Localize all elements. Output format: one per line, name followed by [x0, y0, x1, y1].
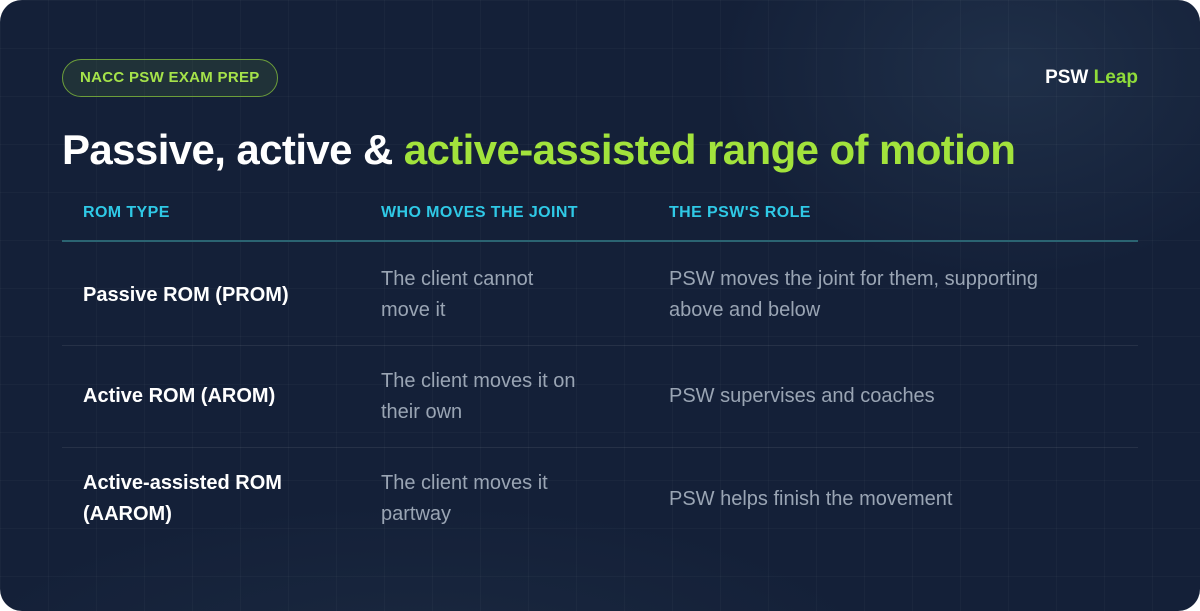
rom-type-cell: Active ROM (AROM) [83, 381, 275, 412]
who-moves-cell: The client moves it on their own [381, 366, 576, 428]
table-header: ROM TYPE WHO MOVES THE JOINT THE PSW'S R… [62, 200, 1138, 242]
rom-type-line: Active ROM (AROM) [83, 385, 276, 407]
psw-role-cell: PSW moves the joint for them, supporting… [669, 264, 1038, 326]
rom-type-cell: Active-assisted ROM (AAROM) [83, 468, 282, 530]
who-moves-line: move it [381, 299, 446, 321]
who-moves-cell: The client moves it partway [381, 468, 548, 530]
who-moves-line: The client moves it on [381, 370, 576, 392]
rom-type-cell: Passive ROM (PROM) [83, 280, 289, 311]
rom-type-line: Active-assisted ROM [83, 472, 282, 494]
page-title: Passive, active & active-assisted range … [62, 122, 1016, 178]
psw-role-cell: PSW supervises and coaches [669, 381, 935, 412]
who-moves-line: The client cannot [381, 268, 534, 290]
psw-role-line: PSW moves the joint for them, supporting [669, 268, 1039, 290]
rom-type-line: Passive ROM (PROM) [83, 284, 289, 306]
who-moves-line: The client moves it [381, 472, 548, 494]
psw-role-line: PSW supervises and coaches [669, 385, 935, 407]
who-moves-cell: The client cannot move it [381, 264, 533, 326]
psw-role-line: above and below [669, 299, 821, 321]
title-plain: Passive, active & [62, 126, 404, 173]
who-moves-line: their own [381, 401, 463, 423]
brand-part-1: PSW [1045, 67, 1089, 88]
column-header-psw-role: THE PSW'S ROLE [669, 204, 811, 221]
who-moves-line: partway [381, 503, 452, 525]
table-row: Passive ROM (PROM) The client cannot mov… [62, 243, 1138, 346]
rom-type-line: (AAROM) [83, 503, 172, 525]
table-row: Active-assisted ROM (AAROM) The client m… [62, 448, 1138, 551]
column-header-who-moves: WHO MOVES THE JOINT [381, 204, 578, 221]
psw-role-line: PSW helps finish the movement [669, 488, 953, 510]
psw-role-cell: PSW helps finish the movement [669, 484, 952, 515]
column-header-rom-type: ROM TYPE [83, 204, 170, 221]
exam-prep-badge: NACC PSW EXAM PREP [62, 59, 278, 97]
brand-logo: PSW Leap [1045, 67, 1138, 89]
table-row: Active ROM (AROM) The client moves it on… [62, 346, 1138, 448]
brand-part-2: Leap [1093, 67, 1138, 88]
title-highlight: active-assisted range of motion [403, 126, 1016, 173]
